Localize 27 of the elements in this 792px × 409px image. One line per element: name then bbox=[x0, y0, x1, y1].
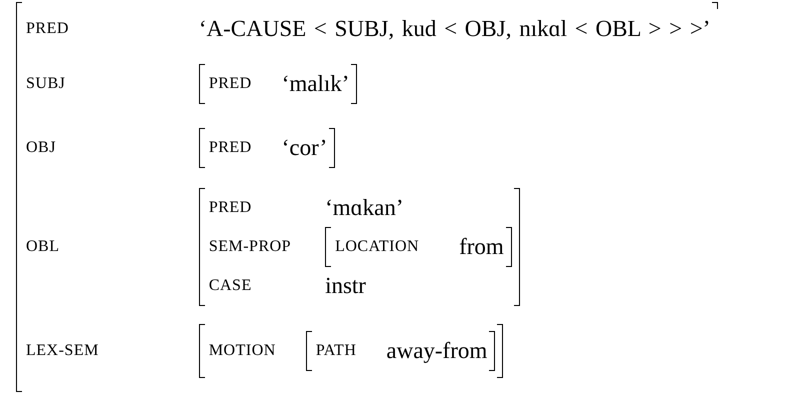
feature-name: SUBJ bbox=[26, 74, 66, 94]
feature-value: instr bbox=[325, 273, 366, 298]
feature-name: PRED bbox=[208, 74, 253, 94]
feature-value: ‘mɑkan’ bbox=[325, 195, 404, 220]
attribute-value-matrix bbox=[325, 227, 512, 267]
feature-value: ‘cor’ bbox=[282, 135, 328, 160]
feature-name: LEX-SEM bbox=[26, 341, 100, 361]
feature-name: MOTION bbox=[208, 341, 277, 361]
attribute-value-matrix bbox=[198, 64, 358, 104]
feature-value: ‘malık’ bbox=[282, 71, 350, 96]
feature-name: PRED bbox=[208, 198, 253, 218]
attribute-value-matrix bbox=[16, 2, 718, 392]
feature-name: PRED bbox=[208, 138, 253, 158]
feature-value: from bbox=[459, 234, 504, 259]
feature-name: PATH bbox=[316, 341, 358, 361]
feature-name: LOCATION bbox=[335, 237, 420, 257]
attribute-value-matrix bbox=[198, 128, 336, 168]
feature-name: SEM-PROP bbox=[208, 237, 292, 257]
feature-value: ‘A-CAUSE < SUBJ, kud < OBJ, nıkɑl < OBL > > >’ bbox=[198, 16, 710, 41]
attribute-value-matrix bbox=[198, 324, 504, 378]
feature-name: PRED bbox=[26, 19, 70, 39]
feature-name: OBL bbox=[26, 237, 60, 257]
feature-name: OBJ bbox=[26, 138, 57, 158]
attribute-value-matrix bbox=[306, 331, 496, 371]
feature-name: CASE bbox=[208, 276, 253, 296]
attribute-value-matrix bbox=[198, 188, 520, 306]
feature-value: away-from bbox=[386, 338, 488, 363]
